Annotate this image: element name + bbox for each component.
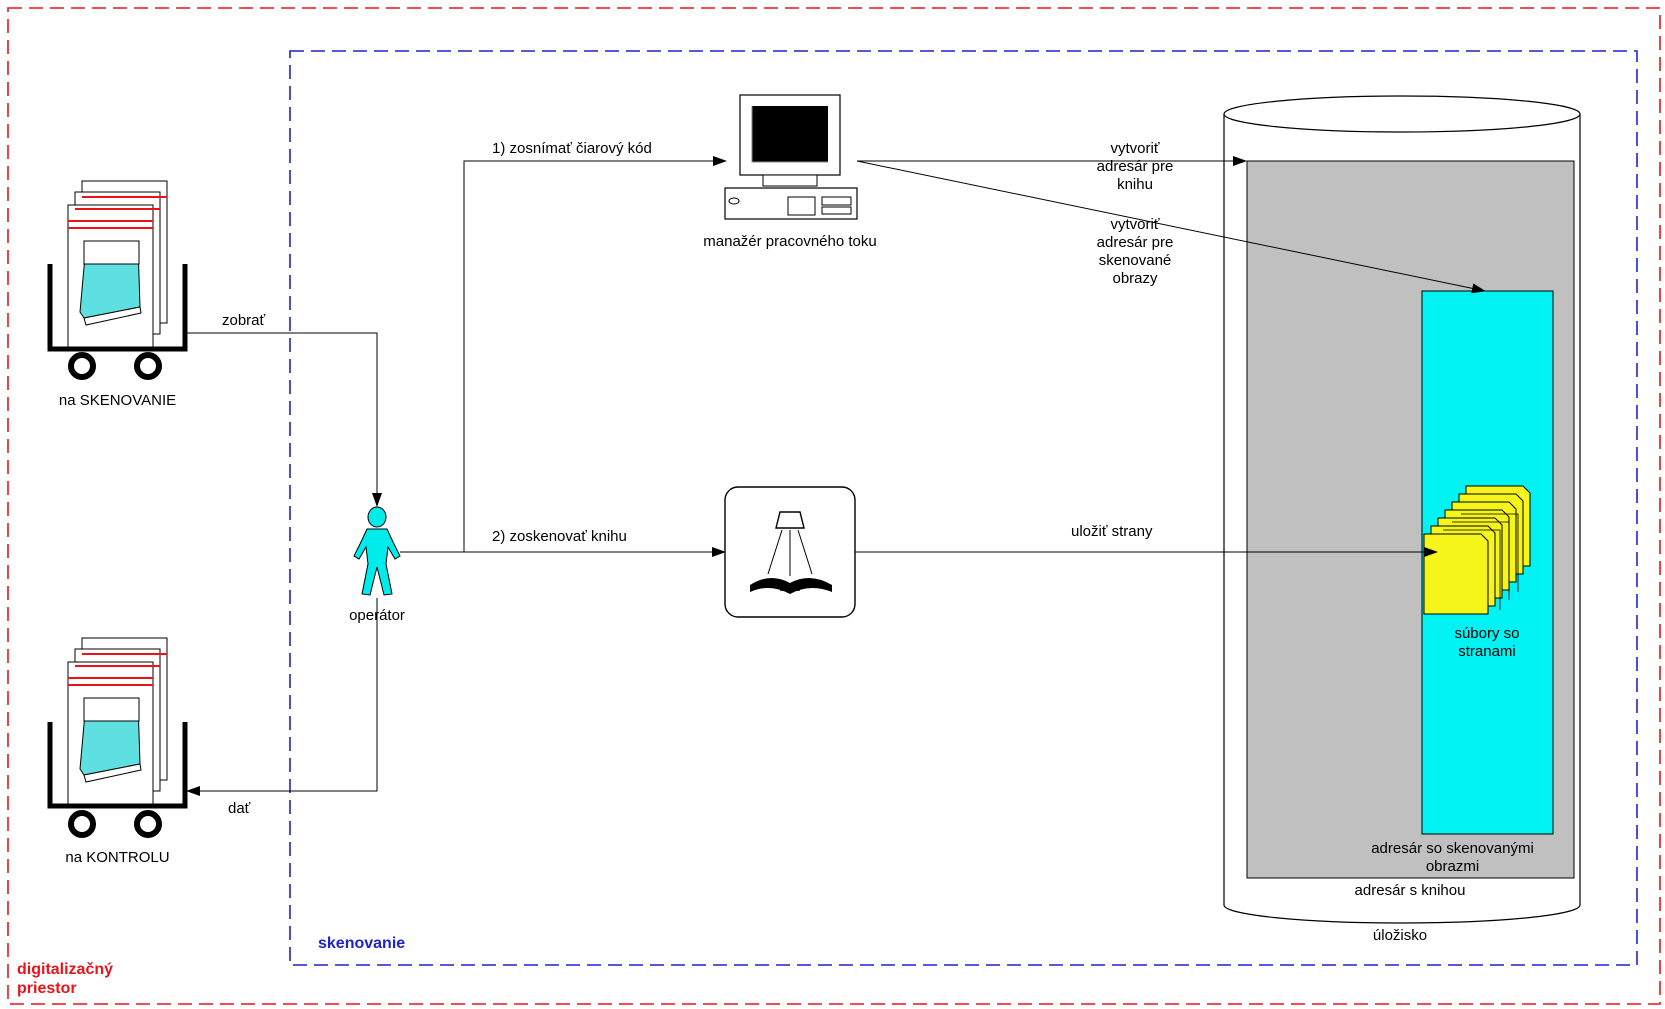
create-book-dir-label: vytvoriť adresár pre knihu [1096,140,1174,193]
book-cart-icon [47,180,188,380]
scan-directory-label: adresár so skenovanými obrazmi [1371,840,1534,875]
scanning-zone-label: skenovanie [318,935,406,952]
review-cart-label: na KONTROLU [65,849,170,866]
create-scan-dir-label: vytvoriť adresár pre skenované obrazy [1096,216,1174,287]
take-flow-label: zobrať [222,312,266,329]
barcode-flow-label: 1) zosnímať čiarový kód [492,140,652,157]
save-pages-label: uložiť strany [1071,523,1153,540]
page-files-label: súbory so stranami [1454,625,1520,660]
digitization-zone-label: digitalizačný priestor [17,961,114,997]
take-flow-arrow [185,332,382,507]
give-flow-label: dať [228,800,251,817]
document-stack-icon [1423,485,1531,615]
book-directory-label: adresár s knihou [1354,882,1466,899]
scanning-zone-border [289,50,1638,966]
digitization-zone-border [7,7,1661,1005]
workflow-manager-label: manažér pracovného toku [703,233,877,250]
operator-label: operátor [349,607,405,624]
person-icon [353,506,401,596]
computer-icon [724,94,858,220]
storage-label: úložisko [1372,927,1428,944]
create-scan-dir-arrow [856,160,1486,294]
give-flow-arrow [186,598,378,796]
book-cart-icon [47,637,188,838]
barcode-flow-arrow [400,156,727,553]
book-scanner-icon [724,486,856,618]
scan-flow-label: 2) zoskenovať knihu [492,528,627,545]
scan-cart-label: na SKENOVANIE [58,392,177,409]
